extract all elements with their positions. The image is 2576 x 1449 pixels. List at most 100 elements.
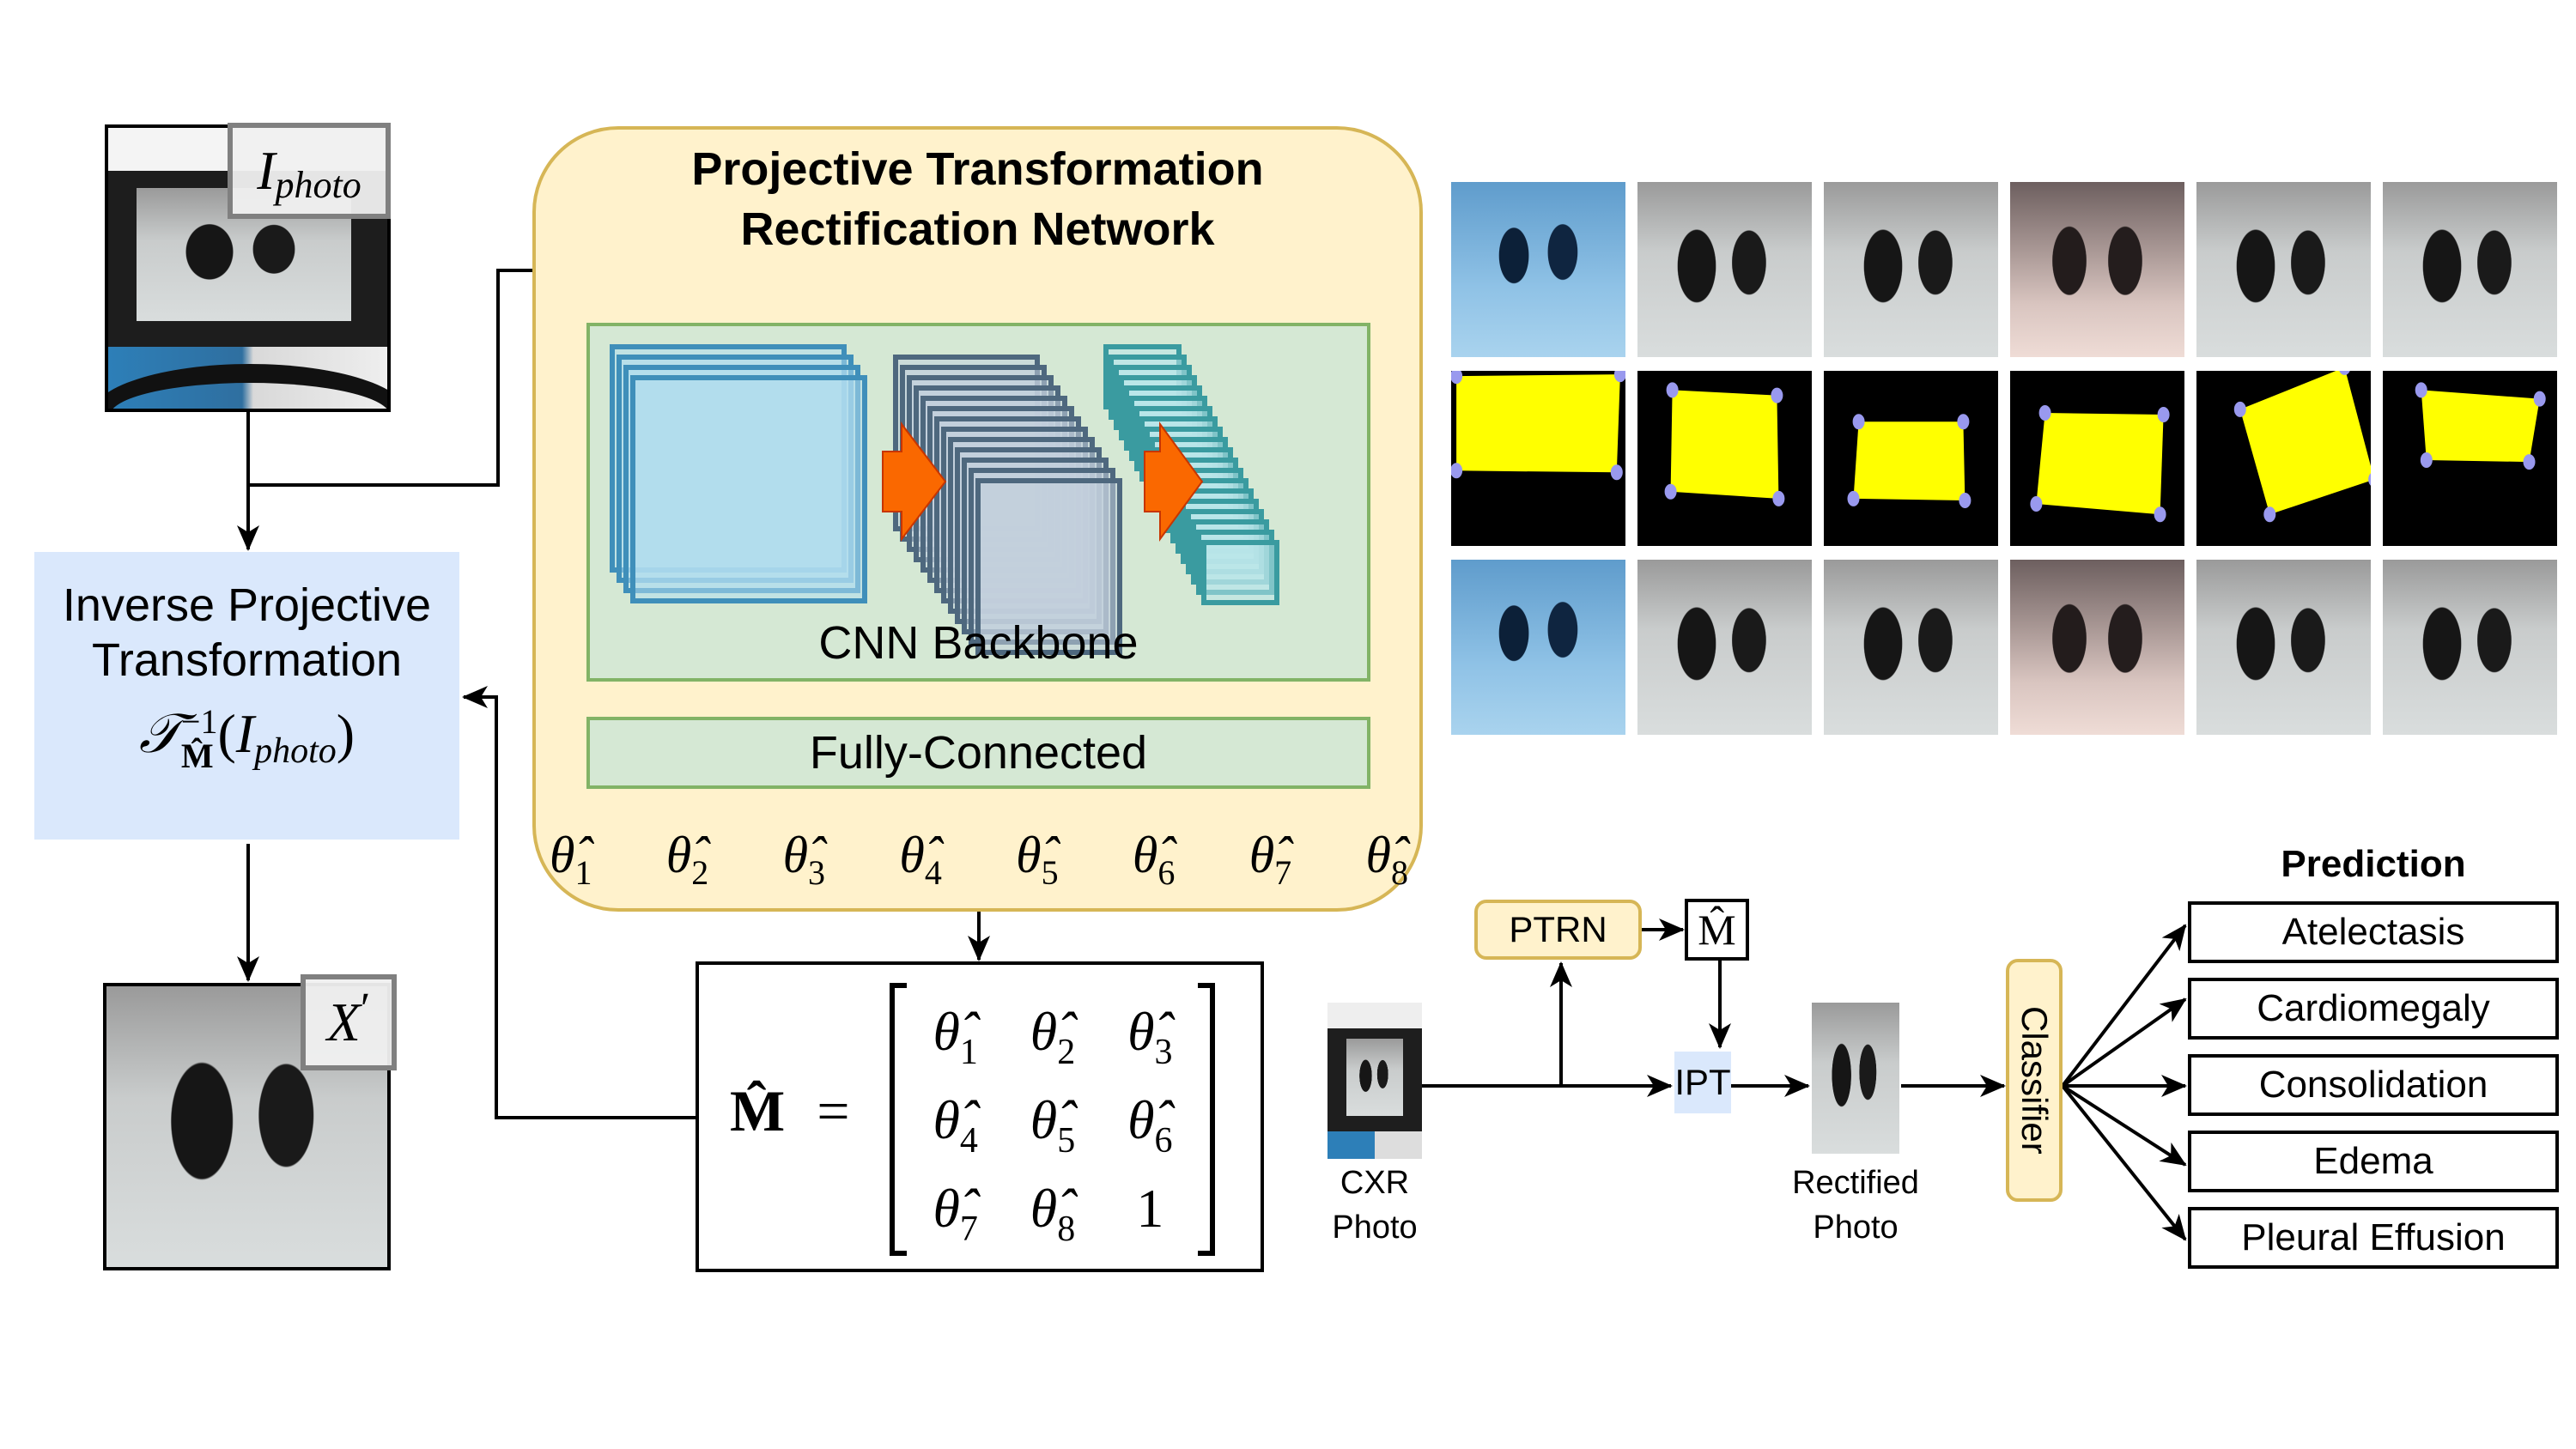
corner-point (1610, 464, 1623, 481)
prediction-item: Cardiomegaly (2188, 978, 2559, 1040)
corner-point (1852, 414, 1865, 430)
rectified-output-6 (2383, 560, 2557, 735)
classifier-block: Classifier (2006, 959, 2063, 1202)
predicted-mask-2 (1637, 371, 1812, 546)
rectified-output-1 (1451, 560, 1625, 735)
rectified-label-line1: Rectified (1792, 1165, 1919, 1201)
theta-output-5: θ̂5 (1016, 826, 1058, 894)
matrix-cell-subscript: 1 (959, 1032, 978, 1072)
prediction-item: Edema (2188, 1131, 2559, 1192)
wire-classifier-to-pred-1 (2061, 924, 2187, 1088)
ptrn-title-line2: Rectification Network (740, 203, 1215, 255)
predicted-mask-6 (2383, 371, 2557, 546)
theta-output-3: θ̂3 (783, 826, 825, 894)
theta-subscript: 5 (1041, 853, 1059, 892)
wire-classifier-to-pred-4 (2061, 1084, 2187, 1167)
feature-map (630, 375, 867, 603)
matrix-cell-symbol: θ̂ (1030, 1000, 1058, 1062)
corner-point (2263, 506, 2276, 523)
matrix-cell-subscript: 2 (1057, 1032, 1076, 1072)
ptrn-block: PTRN (1474, 900, 1642, 960)
matrix-cell: θ̂3 (1127, 1000, 1172, 1072)
cxr-photo-window (1327, 1003, 1422, 1028)
theta-output-2: θ̂2 (666, 826, 708, 894)
orange-arrow-1-icon (882, 421, 947, 542)
matrix-lhs: M̂ = (730, 1077, 850, 1145)
ptrn-title-line1: Projective Transformation (691, 143, 1264, 195)
inverse-title-line1: Inverse Projective (62, 579, 432, 631)
matrix-cell: θ̂4 (933, 1088, 977, 1161)
feature-stack-1 (610, 344, 867, 603)
m-hat-block: M̂ (1685, 899, 1749, 961)
matrix-cell-subscript: 5 (1057, 1120, 1076, 1161)
theta-subscript: 6 (1157, 853, 1176, 892)
rectified-output-3 (1824, 560, 1998, 735)
ipt-block-label: IPT (1674, 1062, 1731, 1102)
rectified-output-4 (2010, 560, 2184, 735)
matrix-bracket-left (890, 983, 907, 1256)
prediction-item: Pleural Effusion (2188, 1207, 2559, 1269)
output-label-X: X (326, 991, 361, 1052)
examples-grid (1451, 182, 2561, 735)
matrix-lhs-symbol: M̂ (730, 1078, 786, 1143)
rectified-photo-label: Rectified Photo (1786, 1161, 1925, 1250)
ptrn-block-label: PTRN (1509, 909, 1607, 949)
photo-label-I: I (257, 140, 276, 201)
theta-output-7: θ̂7 (1249, 826, 1291, 894)
ptrn-title: Projective Transformation Rectification … (532, 139, 1423, 259)
theta-symbol: θ̂ (550, 827, 575, 883)
cxr-photo-screen (1346, 1039, 1403, 1116)
mask-quad (2233, 371, 2371, 523)
rectified-photo-thumbnail (1812, 1003, 1899, 1154)
theta-symbol: θ̂ (782, 827, 809, 883)
ipt-block: IPT (1674, 1052, 1731, 1113)
matrix-box (696, 961, 1264, 1272)
predicted-mask-4 (2010, 371, 2184, 546)
matrix-cell: θ̂5 (1030, 1088, 1075, 1161)
prediction-item: Atelectasis (2188, 901, 2559, 963)
corner-point (2523, 454, 2536, 470)
theta-subscript: 4 (924, 853, 942, 892)
theta-output-8: θ̂8 (1365, 826, 1407, 894)
matrix-cell-symbol: θ̂ (1127, 1088, 1155, 1150)
wire-classifier-to-pred-5 (2061, 1084, 2187, 1241)
matrix-cell-symbol: θ̂ (933, 1178, 960, 1240)
corner-point (1847, 490, 1860, 506)
corner-point (2030, 496, 2043, 512)
matrix-equals: = (817, 1078, 850, 1143)
matrix-cell-symbol: θ̂ (933, 1000, 960, 1062)
cxr-photo-label: CXR Photo (1314, 1161, 1436, 1250)
corner-point (1451, 371, 1463, 385)
formula-T: 𝒯 (138, 703, 181, 764)
corner-point (1613, 371, 1625, 383)
theta-subscript: 1 (574, 853, 592, 892)
fully-connected-label: Fully-Connected (809, 727, 1148, 779)
theta-output-6: θ̂6 (1133, 826, 1175, 894)
mask-quad (2415, 382, 2546, 470)
input-photo-6 (2383, 182, 2557, 357)
orange-arrow-2-icon (1144, 421, 1204, 543)
corner-point (1666, 382, 1679, 398)
rectified-output-2 (1637, 560, 1812, 735)
formula-open-paren: ( (217, 703, 236, 764)
corner-point (2233, 401, 2246, 417)
theta-symbol: θ̂ (899, 827, 925, 883)
feature-stack-2 (893, 355, 1122, 655)
mask-quad (1847, 414, 1971, 508)
rectified-output-5 (2196, 560, 2371, 735)
theta-output-4: θ̂4 (899, 826, 941, 894)
matrix-cell: θ̂6 (1127, 1088, 1172, 1161)
input-photo-2 (1637, 182, 1812, 357)
m-hat-label: M̂ (1698, 906, 1736, 954)
theta-symbol: θ̂ (665, 827, 692, 883)
corner-point (1772, 490, 1785, 506)
corner-point (2533, 391, 2546, 407)
wire-classifier-to-pred-2 (2061, 997, 2187, 1088)
theta-subscript: 2 (691, 853, 709, 892)
predicted-mask-5 (2196, 371, 2371, 546)
formula-sub: M̂ (180, 737, 214, 776)
corner-point (2157, 407, 2170, 422)
output-label-box: X′ (301, 974, 397, 1070)
predicted-mask-3 (1824, 371, 1998, 546)
